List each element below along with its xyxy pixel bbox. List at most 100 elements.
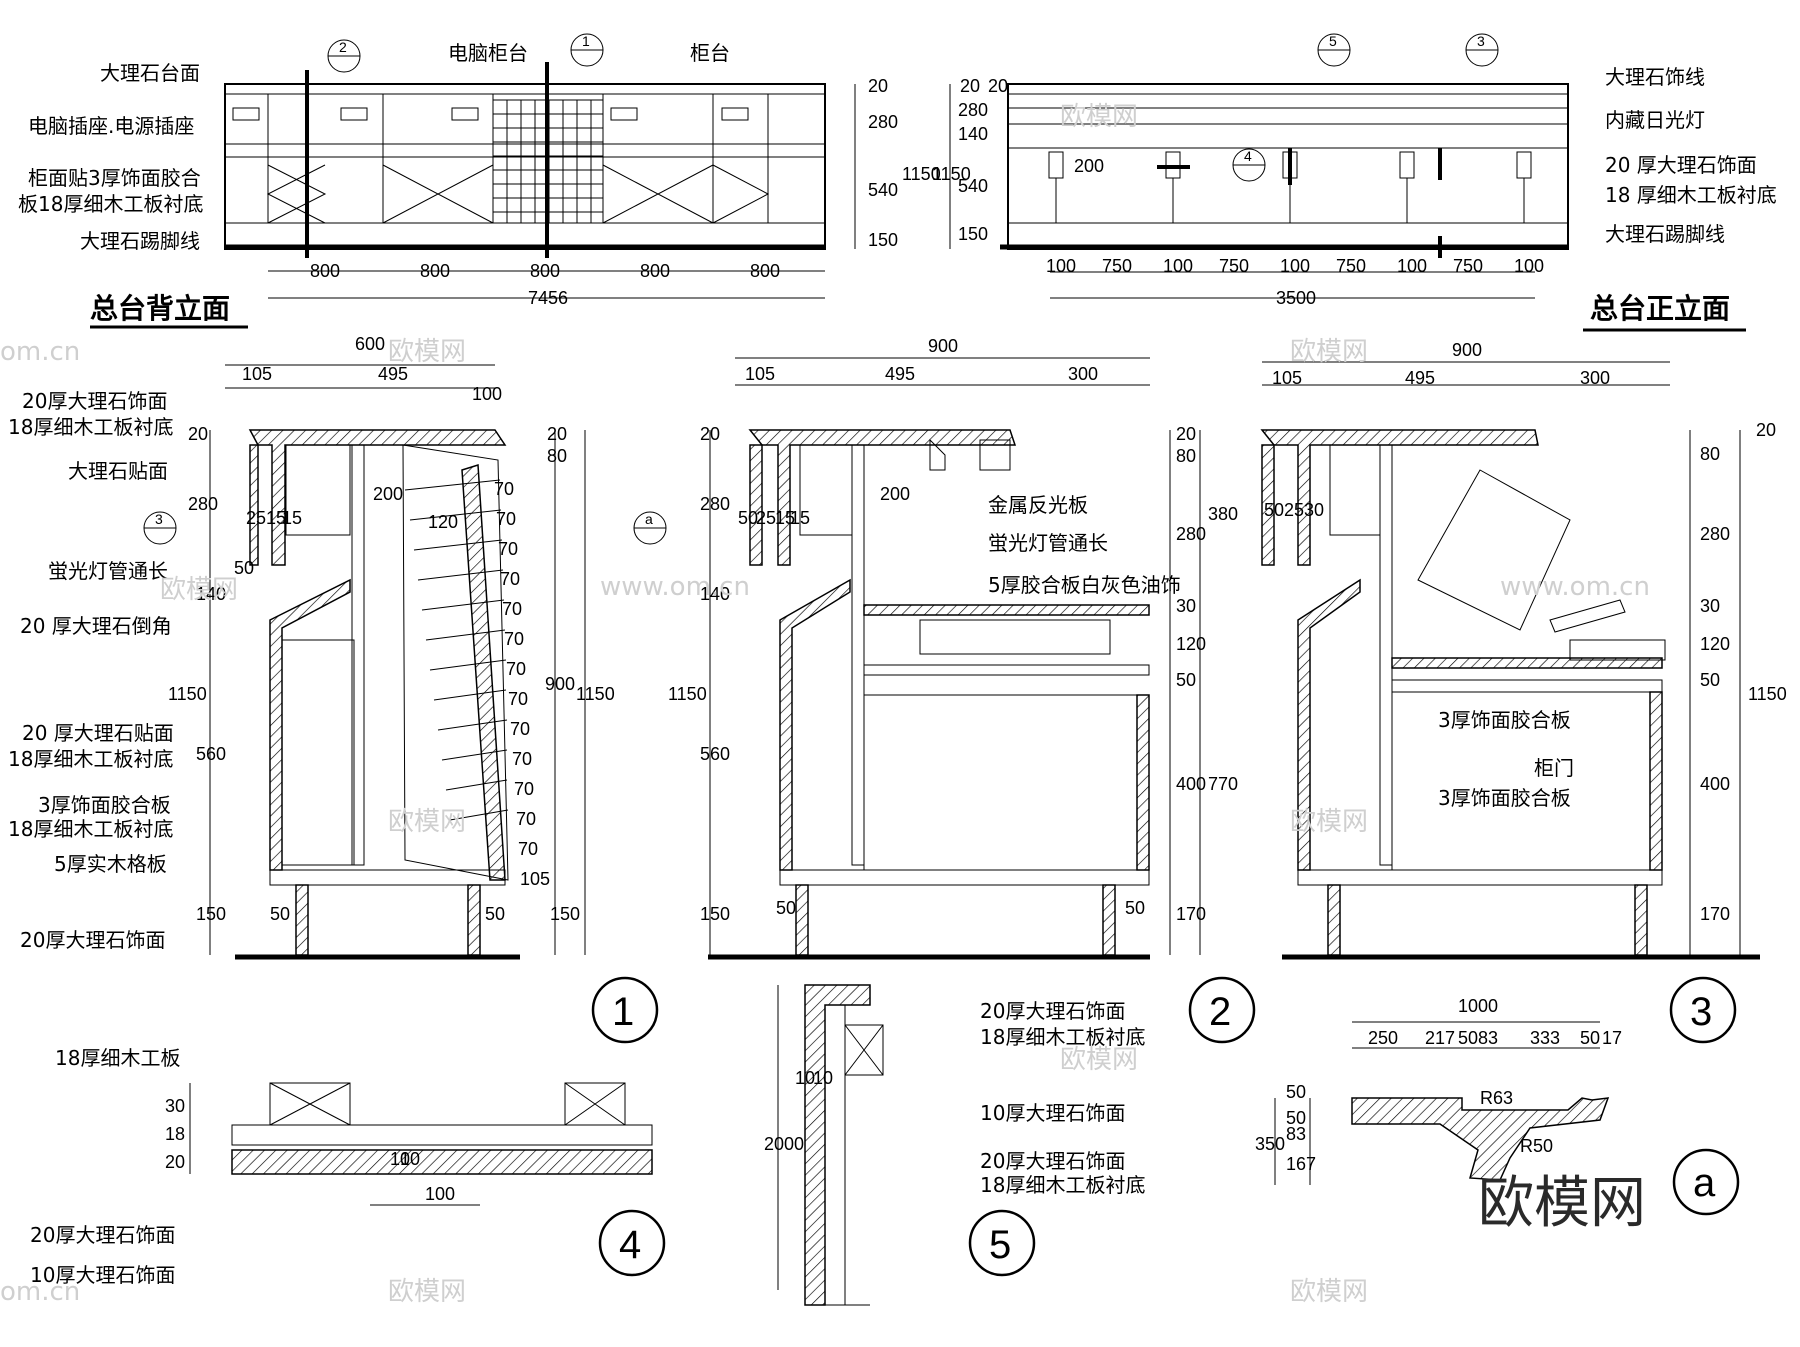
s1-step-8: 70: [510, 719, 530, 739]
watermark-12: om.cn: [0, 1277, 80, 1307]
front-dim-v-0: 20: [960, 76, 980, 96]
s2-dim-7: 25: [756, 508, 776, 528]
s2-dim-12: 1150: [668, 684, 707, 704]
s1-step-0: 70: [494, 479, 514, 499]
front-dim-h-3: 750: [1219, 256, 1249, 276]
s4-dim-5: 100: [425, 1184, 455, 1204]
s1-dim-3: 100: [472, 384, 502, 404]
watermark-6: 欧模网: [1060, 1045, 1138, 1075]
s5-label-3: 20厚大理石饰面: [980, 1149, 1125, 1173]
front-dim-v-2: 20: [988, 76, 1008, 96]
s1-label-2: 大理石贴面: [68, 459, 168, 483]
s1-dim-8: 15: [282, 508, 302, 528]
s1-step-12: 70: [518, 839, 538, 859]
detail-4: [189, 1082, 653, 1206]
watermarks: 欧模网 欧模网 欧模网 欧模网 欧模网 欧模网 欧模网 欧模网 欧模网 www.…: [0, 102, 1650, 1307]
watermark-4: 欧模网: [388, 807, 466, 837]
s1-label-10: 20厚大理石饰面: [20, 928, 165, 952]
s5-label-1: 18厚细木工板衬底: [980, 1025, 1145, 1049]
watermark-0: 欧模网: [1060, 102, 1138, 132]
s1-step-1: 70: [496, 509, 516, 529]
s2-dim-16: 50: [1125, 898, 1145, 918]
s5-label-4: 18厚细木工板衬底: [980, 1173, 1145, 1197]
s2-dim-6: 50: [738, 508, 758, 528]
s2-dim-2: 495: [885, 364, 915, 384]
s1-step-9: 70: [512, 749, 532, 769]
detail-5-labels: 20厚大理石饰面 18厚细木工板衬底 10厚大理石饰面 20厚大理石饰面 18厚…: [764, 999, 1145, 1197]
watermark-11: om.cn: [0, 337, 80, 367]
s3-dim-7: 20: [1756, 420, 1776, 440]
s1-label-1: 18厚细木工板衬底: [8, 415, 173, 439]
s4-label-0: 18厚细木工板: [55, 1046, 180, 1070]
s4-dim-0: 30: [165, 1096, 185, 1116]
s5-label-2: 10厚大理石饰面: [980, 1101, 1125, 1125]
s3-dim-4: 50: [1264, 500, 1284, 520]
s1-step-13: 105: [520, 869, 550, 889]
s5-dim-0: 10: [795, 1068, 815, 1088]
sa-dim-10: 83: [1286, 1124, 1306, 1144]
s2-dim-17: 20: [1176, 424, 1196, 444]
s3-label-2: 3厚饰面胶合板: [1438, 786, 1571, 810]
sa-dim-2: 217: [1425, 1028, 1455, 1048]
s3-dim-0: 900: [1452, 340, 1482, 360]
s1-label-8: 18厚细木工板衬底: [8, 817, 173, 841]
s2-label-1: 蛍光灯管通长: [988, 531, 1108, 555]
s1-dim-1: 105: [242, 364, 272, 384]
front-label-1: 内藏日光灯: [1605, 108, 1705, 132]
front-dim-h-7: 750: [1453, 256, 1483, 276]
callouts: 2 1 5 3 4 3 a: [143, 33, 1499, 545]
s2-dim-13: 560: [700, 744, 730, 764]
sa-dim-14: R50: [1520, 1136, 1553, 1156]
back-labels: 大理石台面 电脑插座.电源插座 柜面贴3厚饰面胶合 板18厚细木工板衬底 大理石…: [18, 41, 941, 329]
front-label-0: 大理石饰线: [1605, 65, 1705, 89]
s4-dim-3: 10: [390, 1149, 410, 1169]
s2-dim-0: 900: [928, 336, 958, 356]
s4-dim-2: 20: [165, 1152, 185, 1172]
s3-dim-11: 120: [1700, 634, 1730, 654]
s3-dim-12: 50: [1700, 670, 1720, 690]
s2-dim-24: 400: [1176, 774, 1206, 794]
s1-dim-7: 15: [266, 508, 286, 528]
sa-dim-13: R63: [1480, 1088, 1513, 1108]
s2-dim-10: 200: [880, 484, 910, 504]
front-dim-h-1: 750: [1102, 256, 1132, 276]
detail-number-2: 2: [1209, 990, 1231, 1034]
s2-dim-11: 140: [700, 584, 730, 604]
s1-dim-12: 140: [196, 584, 226, 604]
back-dim-v-2: 1150: [902, 164, 941, 184]
watermark-2: 欧模网: [1290, 337, 1368, 367]
back-top-label-0: 电脑柜台: [448, 41, 528, 65]
s1-dim-5: 280: [188, 494, 218, 514]
back-dim-h-0: 800: [310, 261, 340, 281]
watermark-8: 欧模网: [1290, 1277, 1368, 1307]
s1-label-6: 18厚细木工板衬底: [8, 747, 173, 771]
s1-step-6: 70: [506, 659, 526, 679]
callout-2: 5: [1329, 33, 1337, 49]
back-title: 总台背立面: [90, 292, 230, 325]
front-dim-v-3: 140: [958, 124, 988, 144]
back-label-3: 板18厚细木工板衬底: [18, 192, 203, 216]
sa-dim-9: 50: [1286, 1108, 1306, 1128]
back-dim-h-3: 800: [640, 261, 670, 281]
watermark-9: www.om.cn: [600, 572, 750, 602]
back-total: 7456: [528, 288, 568, 308]
front-dim-v-1: 280: [958, 100, 988, 120]
detail-number-5: 5: [989, 1223, 1011, 1267]
section-2: [708, 357, 1201, 960]
s3-dim-3: 300: [1580, 368, 1610, 388]
front-label-2: 20 厚大理石饰面: [1605, 153, 1757, 177]
s1-step-10: 70: [514, 779, 534, 799]
s2-dim-22: 120: [1176, 634, 1206, 654]
watermark-1: 欧模网: [388, 337, 466, 367]
s1-step-3: 70: [500, 569, 520, 589]
sa-dim-5: 333: [1530, 1028, 1560, 1048]
s2-dim-21: 30: [1176, 596, 1196, 616]
s1-dim-11: 50: [234, 558, 254, 578]
s2-dim-20: 280: [1176, 524, 1206, 544]
s1-step-7: 70: [508, 689, 528, 709]
front-labels: 大理石饰线 内藏日光灯 20 厚大理石饰面 18 厚细木工板衬底 大理石踢脚线 …: [932, 65, 1777, 332]
s1-dim-21: 1150: [576, 684, 615, 704]
back-dim-v-1: 280: [868, 112, 898, 132]
s1-step-11: 70: [516, 809, 536, 829]
